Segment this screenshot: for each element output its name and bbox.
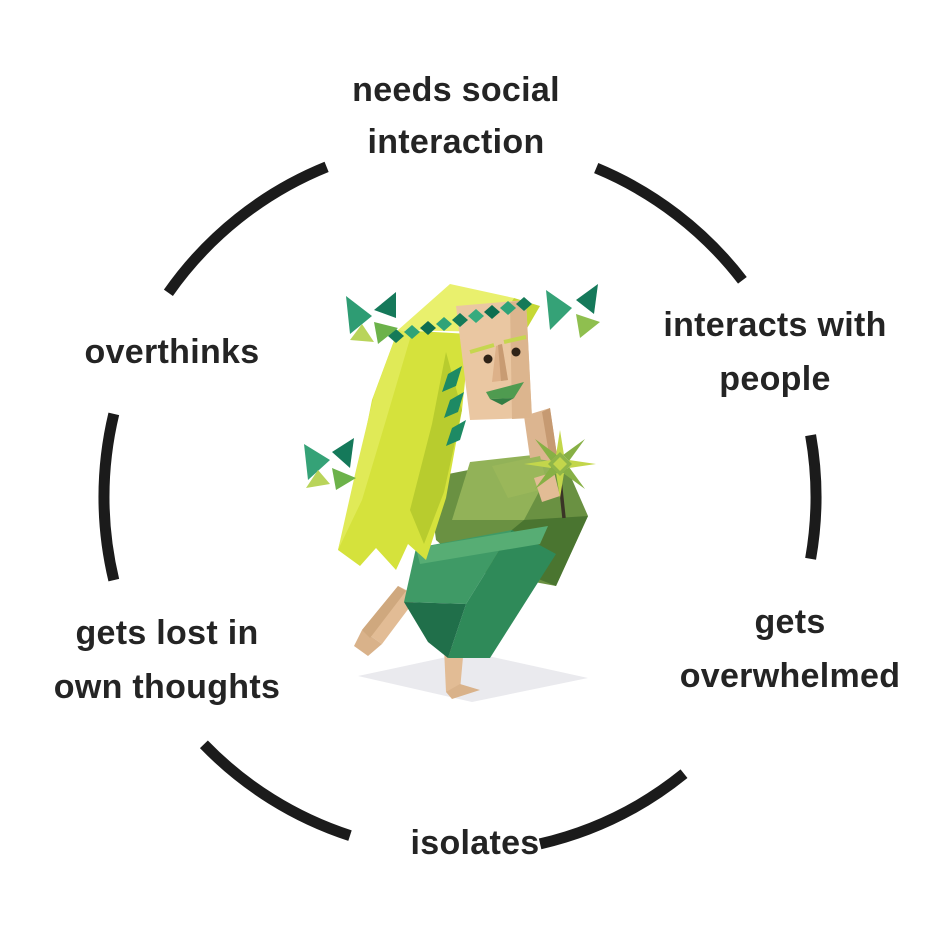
ring-arc-upper-right [594, 163, 747, 284]
label-line: people [719, 360, 831, 398]
right-arm [492, 456, 560, 502]
ground-shadow [358, 652, 588, 702]
ring-arc-lower-left [199, 740, 352, 841]
left-eye [483, 354, 493, 364]
label-line: overthinks [84, 333, 260, 371]
butterfly-top-right [546, 284, 600, 338]
headband [388, 297, 532, 343]
skirt [404, 526, 556, 658]
label-line: gets lost in [75, 614, 259, 652]
cycle-label-isolates: isolates [410, 816, 539, 870]
neck [524, 408, 558, 462]
ring-arc-right [805, 434, 822, 560]
label-line: overwhelmed [679, 657, 901, 695]
face [456, 300, 532, 420]
cycle-label-gets-overwhelmed: gets overwhelmed [680, 595, 901, 703]
label-line: needs social [352, 71, 560, 109]
ring-arc-left [98, 412, 120, 582]
cycle-label-interacts-with-people: interacts with people [663, 298, 886, 406]
lips [486, 382, 524, 399]
cycle-label-needs-social-interaction: needs social interaction [352, 64, 560, 168]
cycle-label-overthinks: overthinks [85, 325, 260, 379]
butterfly-top-left [346, 292, 398, 344]
label-line: own thoughts [53, 668, 281, 706]
dancing-woman-illustration [304, 284, 600, 702]
label-line: interaction [367, 123, 545, 161]
butterfly-mid-left [304, 438, 356, 490]
ring-arc-upper-left [163, 161, 329, 296]
pinwheel-flower [524, 430, 596, 519]
ring-arc-lower-right [538, 769, 688, 850]
hair-streaks [442, 366, 466, 446]
label-line: isolates [410, 824, 540, 862]
eyebrows [469, 335, 527, 354]
right-eye [511, 347, 521, 357]
label-line: interacts with [663, 306, 887, 344]
label-line: gets [754, 603, 826, 641]
raised-leg [354, 586, 418, 656]
cycle-label-gets-lost-in-own-thoughts: gets lost in own thoughts [54, 606, 280, 714]
